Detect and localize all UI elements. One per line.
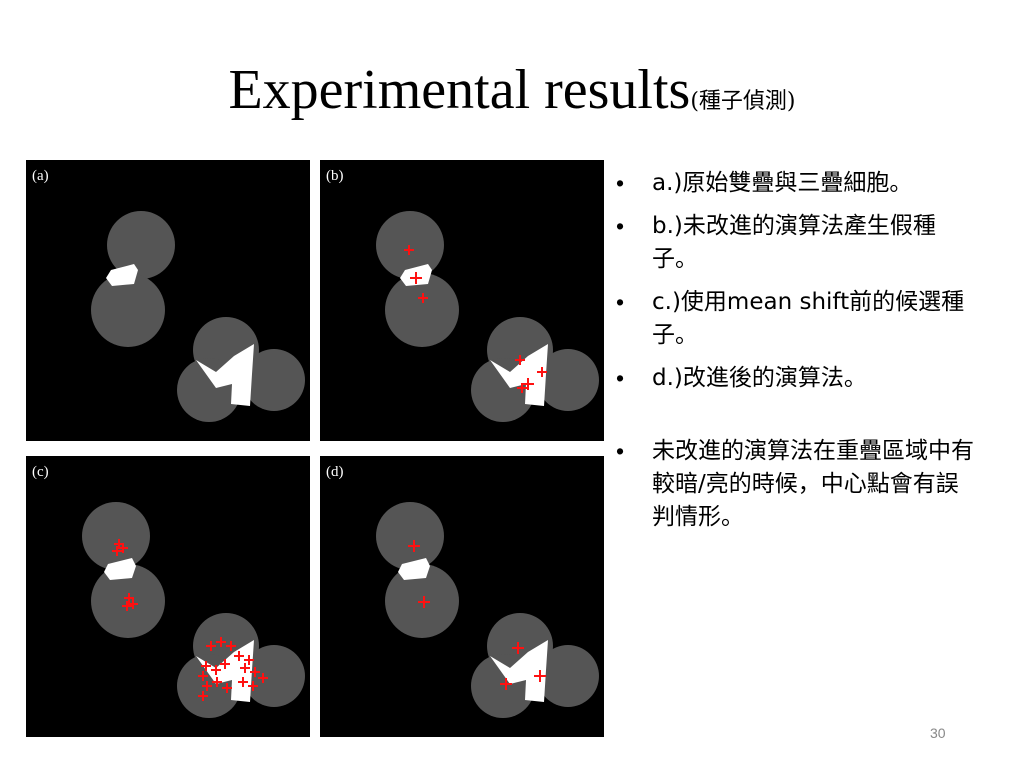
bullet-item: • c.)使用mean shift前的候選種子。 [614,286,974,352]
bullet-list: • a.)原始雙疊與三疊細胞。 • b.)未改進的演算法產生假種子。 • c.)使用m… [614,167,974,544]
cells-image-b [376,211,599,422]
cells-image-d [376,502,599,718]
bullet-text: d.)改進後的演算法。 [652,365,867,391]
bullet-text: a.)原始雙疊與三疊細胞。 [652,170,913,196]
panel-label-a: (a) [32,168,49,184]
panel-label-d: (d) [326,464,344,480]
slide-title: Experimental results(種子偵測) [0,58,1024,122]
bullet-item: • 未改進的演算法在重疊區域中有較暗/亮的時候，中心點會有誤判情形。 [614,435,974,534]
bullet-text: c.)使用mean shift前的候選種子。 [652,289,965,348]
bullet-text: b.)未改進的演算法產生假種子。 [652,213,936,272]
cells-image-a [91,211,305,422]
panel-a: (a) [26,160,310,441]
bullet-marker: • [616,289,625,315]
panel-b: (b) [320,160,604,441]
title-main: Experimental results [228,59,691,121]
panel-label-c: (c) [32,464,49,480]
bullet-marker: • [616,365,625,391]
cells-image-c [82,502,305,718]
bullet-marker: • [616,438,625,464]
bullet-item: • b.)未改進的演算法產生假種子。 [614,210,974,276]
bullet-marker: • [616,170,625,196]
panel-c: (c) [26,456,310,737]
bullet-item: • a.)原始雙疊與三疊細胞。 [614,167,974,200]
panel-d: (d) [320,456,604,737]
bullet-text: 未改進的演算法在重疊區域中有較暗/亮的時候，中心點會有誤判情形。 [652,438,974,530]
bullet-item: • d.)改進後的演算法。 [614,362,974,395]
bullet-marker: • [616,213,625,239]
panel-label-b: (b) [326,168,344,184]
page-number: 30 [930,725,946,741]
title-subtitle: (種子偵測) [690,89,796,114]
